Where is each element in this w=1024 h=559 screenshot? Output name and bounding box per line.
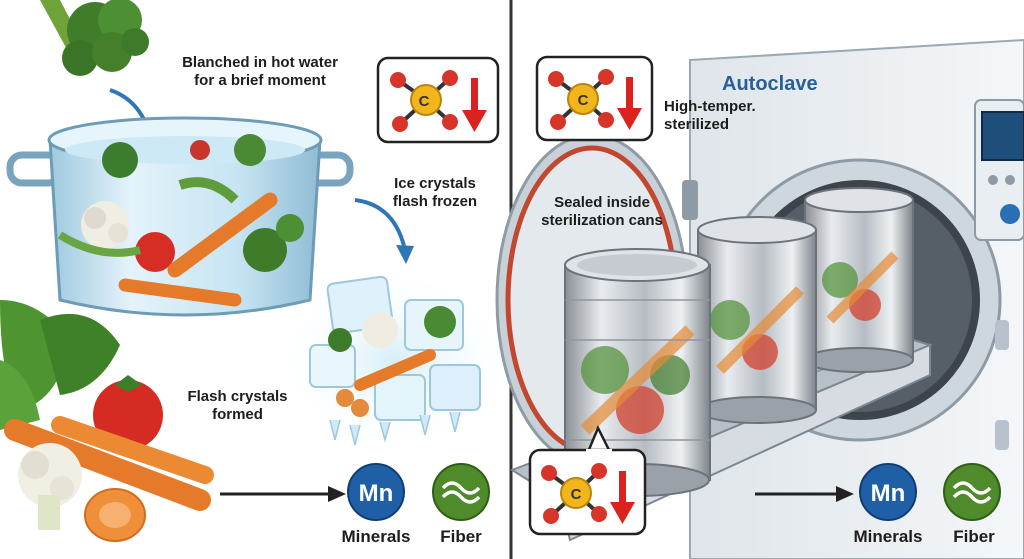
- mineral-symbol-left: Mn: [359, 480, 394, 507]
- fiber-caption-right: Fiber: [953, 527, 995, 546]
- fiber-icon: [432, 463, 490, 521]
- vitamin-symbol-right-top: C: [578, 92, 589, 109]
- blanch-label: Blanched in hot water for a brief moment: [170, 54, 350, 90]
- broccoli-top: [40, 0, 149, 76]
- fiber-caption-left: Fiber: [440, 527, 482, 546]
- autoclave-title: Autoclave: [722, 73, 818, 95]
- vitamin-c-molecule-icon: [390, 70, 458, 132]
- vitamin-symbol-right-bottom: C: [571, 486, 582, 503]
- down-arrow-icon: [462, 78, 487, 132]
- blanch-label-line1: Blanched in hot water: [182, 54, 338, 71]
- flash-label: Flash crystals formed: [175, 388, 300, 424]
- flash-label-line2: formed: [212, 406, 263, 423]
- frozen-vegetables: [275, 265, 515, 455]
- blanching-pot: [6, 116, 354, 317]
- vitamin-c-card-right-top: [535, 55, 654, 142]
- fresh-vegetables: [0, 300, 214, 542]
- flash-label-line1: Flash crystals: [187, 388, 288, 405]
- sterilized-label: High-temper. sterilized: [664, 98, 774, 134]
- sterilized-label-line2: sterilized: [664, 116, 730, 133]
- sealed-label-line1: Sealed inside: [554, 194, 650, 211]
- ice-label-line1: Ice crystals: [394, 175, 476, 192]
- ice-label-line2: flash frozen: [392, 193, 478, 210]
- mineral-symbol-right: Mn: [871, 480, 906, 507]
- blanch-label-line2: for a brief moment: [194, 72, 326, 89]
- vitamin-c-card-left: [376, 56, 500, 144]
- ice-label: Ice crystals flash frozen: [370, 175, 500, 211]
- sealed-label: Sealed inside sterilization cans: [527, 194, 677, 230]
- vitamin-c-card-right-bottom: [528, 424, 647, 536]
- sterilized-label-line1: High-temper.: [664, 98, 756, 115]
- can-middle: [697, 216, 817, 424]
- minerals-caption-right: Minerals: [853, 527, 923, 546]
- sealed-label-line2: sterilization cans: [541, 212, 663, 229]
- can-back: [804, 187, 914, 373]
- mineral-mn-icon-right: Mn: [859, 463, 917, 521]
- flow-arrow-icon-2: [354, 198, 407, 251]
- fiber-icon-right: [943, 463, 1001, 521]
- minerals-caption-left: Minerals: [341, 527, 411, 546]
- vitamin-symbol-left: C: [419, 93, 430, 110]
- mineral-mn-icon: Mn: [347, 463, 405, 521]
